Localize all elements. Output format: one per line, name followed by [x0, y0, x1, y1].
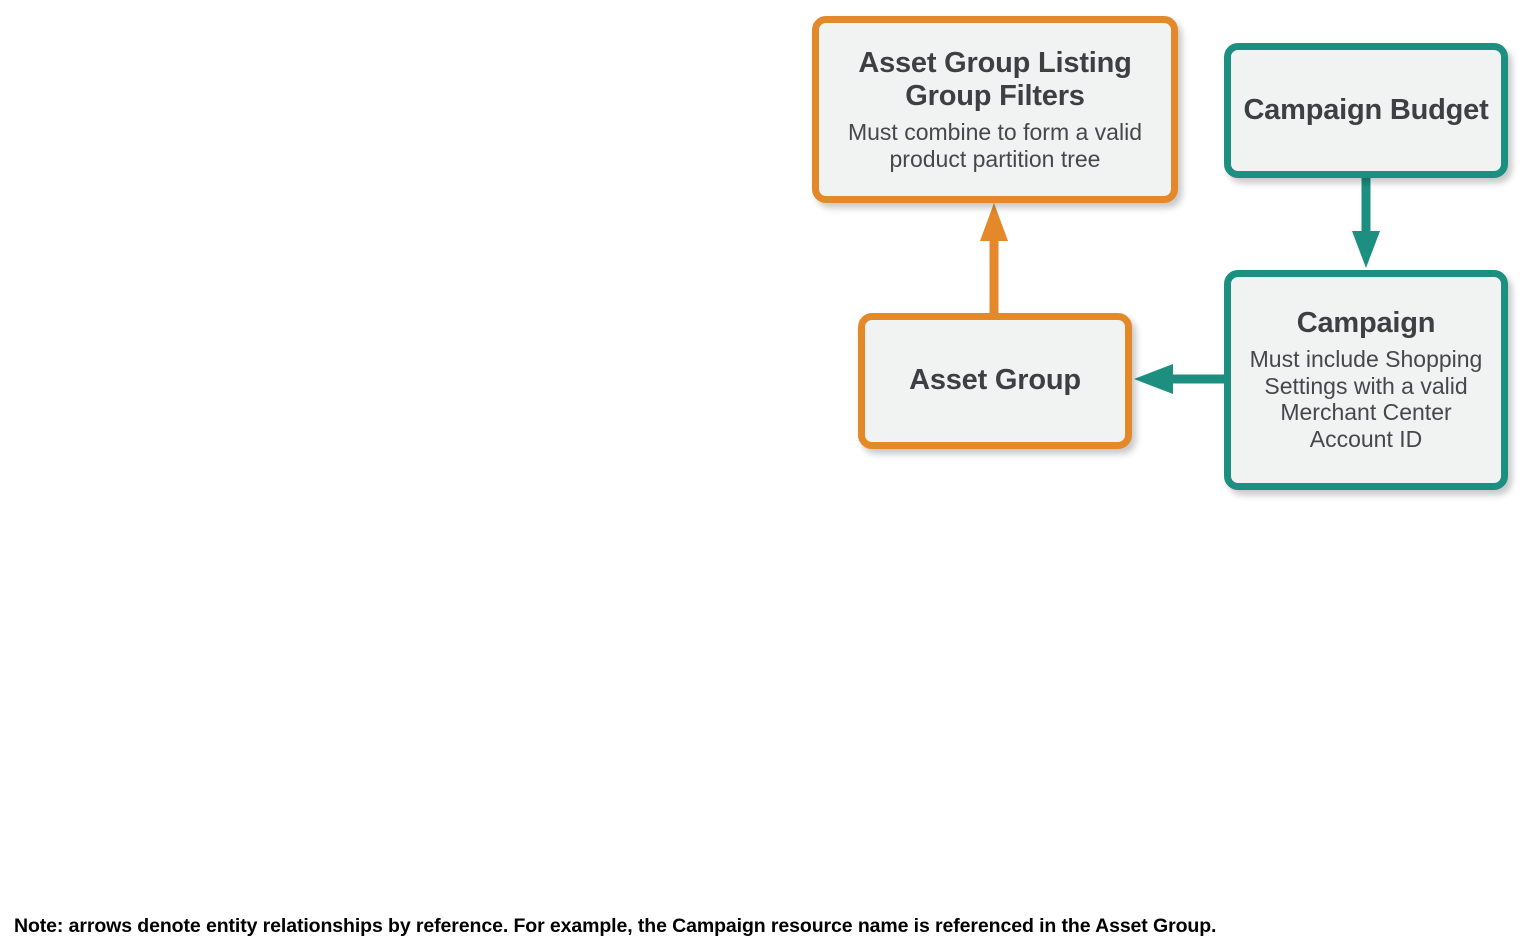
node-title: Campaign Budget — [1243, 93, 1489, 126]
node-title: Campaign — [1296, 307, 1436, 340]
node-title: Asset Group — [909, 364, 1081, 397]
arrow-campaign-to-asset-group — [1134, 364, 1228, 394]
node-campaign-budget[interactable]: Campaign Budget — [1224, 43, 1508, 178]
node-campaign[interactable]: Campaign Must include Shopping Settings … — [1224, 270, 1508, 490]
node-subtitle: Must combine to form a valid product par… — [847, 118, 1142, 172]
arrow-campaign-budget-to-campaign — [1352, 174, 1380, 268]
diagram-note: Note: arrows denote entity relationships… — [14, 915, 1217, 937]
node-subtitle: Must include Shopping Settings with a va… — [1249, 345, 1483, 452]
arrow-asset-group-to-listing-group-filters — [980, 203, 1008, 318]
node-asset-group[interactable]: Asset Group — [858, 313, 1132, 449]
node-title: Asset Group Listing Group Filters — [858, 46, 1132, 113]
node-asset-group-listing-group-filters[interactable]: Asset Group Listing Group Filters Must c… — [812, 16, 1178, 203]
